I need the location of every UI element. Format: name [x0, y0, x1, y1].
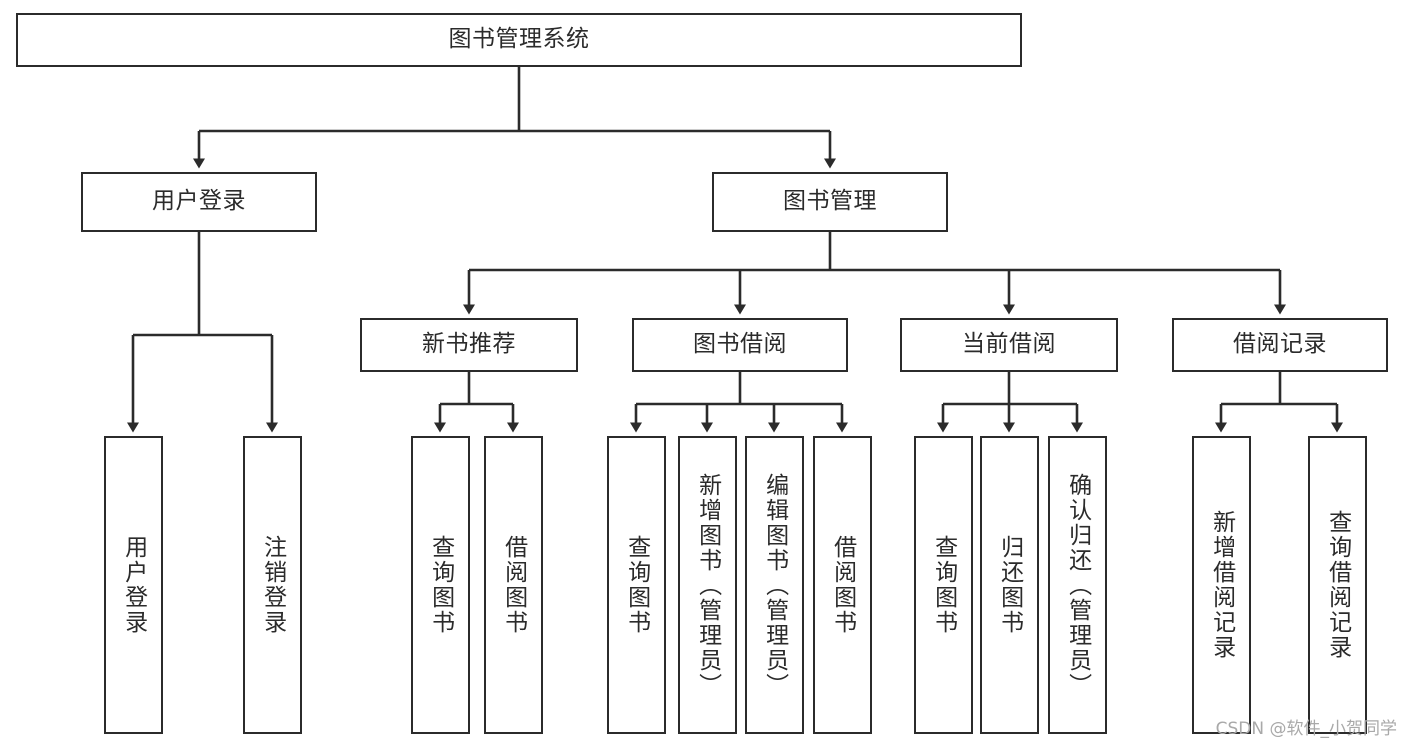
node-label: 图书管理: [783, 188, 877, 215]
leaf-current-borrow-query-book[interactable]: 查询图书: [914, 436, 973, 734]
node-label: 用户登录: [120, 535, 147, 635]
leaf-borrow-record-add-record[interactable]: 新增借阅记录: [1192, 436, 1251, 734]
leaf-user-login-logout[interactable]: 注销登录: [243, 436, 302, 734]
node-label: 当前借阅: [962, 331, 1056, 358]
node-label: 注销登录: [259, 535, 286, 635]
leaf-user-login-login[interactable]: 用户登录: [104, 436, 163, 734]
node-label: 新书推荐: [422, 331, 516, 358]
leaf-book-borrow-borrow-book[interactable]: 借阅图书: [813, 436, 872, 734]
node-label: 确认归还（管理员）: [1064, 472, 1091, 698]
node-label: 查询图书: [427, 535, 454, 635]
node-label: 用户登录: [152, 188, 246, 215]
leaf-book-borrow-query-book[interactable]: 查询图书: [607, 436, 666, 734]
node-label: 查询借阅记录: [1324, 510, 1351, 660]
watermark-text: CSDN @软件_小贺同学: [1215, 719, 1397, 739]
node-label: 归还图书: [996, 535, 1023, 635]
leaf-borrow-record-query-record[interactable]: 查询借阅记录: [1308, 436, 1367, 734]
leaf-current-borrow-confirm-return-admin[interactable]: 确认归还（管理员）: [1048, 436, 1107, 734]
node-book-management[interactable]: 图书管理: [712, 172, 948, 232]
leaf-new-book-borrow-book[interactable]: 借阅图书: [484, 436, 543, 734]
node-label: 查询图书: [930, 535, 957, 635]
node-label: 新增借阅记录: [1208, 510, 1235, 660]
node-label: 借阅图书: [829, 535, 856, 635]
leaf-book-borrow-edit-book-admin[interactable]: 编辑图书（管理员）: [745, 436, 804, 734]
node-borrow-record[interactable]: 借阅记录: [1172, 318, 1388, 372]
node-book-borrow[interactable]: 图书借阅: [632, 318, 848, 372]
node-label: 新增图书（管理员）: [694, 472, 721, 698]
node-label: 编辑图书（管理员）: [761, 472, 788, 698]
leaf-book-borrow-add-book-admin[interactable]: 新增图书（管理员）: [678, 436, 737, 734]
leaf-new-book-query-book[interactable]: 查询图书: [411, 436, 470, 734]
node-new-book-recommend[interactable]: 新书推荐: [360, 318, 578, 372]
node-label: 图书借阅: [693, 331, 787, 358]
leaf-current-borrow-return-book[interactable]: 归还图书: [980, 436, 1039, 734]
node-label: 借阅记录: [1233, 331, 1327, 358]
node-root-book-management-system[interactable]: 图书管理系统: [16, 13, 1022, 67]
node-user-login[interactable]: 用户登录: [81, 172, 317, 232]
node-label: 图书管理系统: [448, 26, 590, 53]
node-label: 借阅图书: [500, 535, 527, 635]
node-current-borrow[interactable]: 当前借阅: [900, 318, 1118, 372]
node-label: 查询图书: [623, 535, 650, 635]
